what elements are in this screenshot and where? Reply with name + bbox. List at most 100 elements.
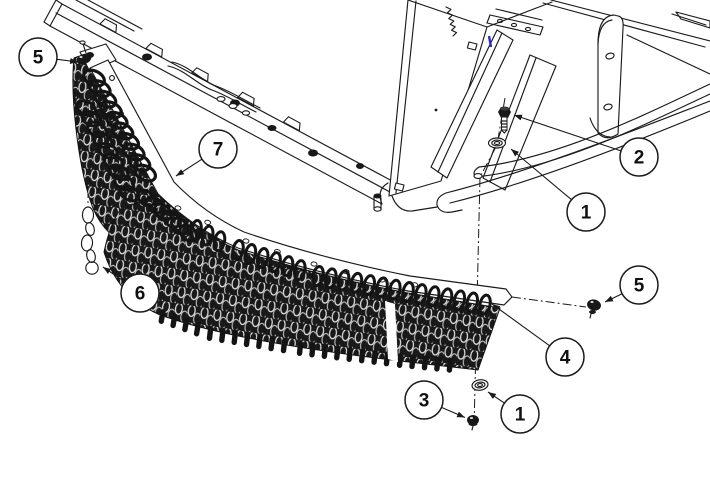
side-bracket bbox=[597, 14, 624, 139]
chain-ring bbox=[268, 251, 282, 274]
flange-nut-top-left bbox=[76, 40, 94, 65]
callout-4: 4 bbox=[491, 303, 585, 377]
balloon-circle bbox=[500, 394, 540, 434]
callout-5-top-left: 5 bbox=[18, 37, 79, 77]
lock-nut-bottom bbox=[467, 415, 479, 431]
hex-bolt bbox=[498, 106, 511, 134]
rail-bolt-head bbox=[308, 149, 318, 157]
bracket-hole bbox=[603, 103, 613, 111]
flat-washer-lower bbox=[471, 379, 489, 391]
balloon-number: 7 bbox=[213, 140, 224, 161]
chain-tip bbox=[158, 309, 166, 324]
guard-hole bbox=[204, 219, 212, 226]
chain-guard-assembly bbox=[72, 43, 513, 373]
rail-tab bbox=[145, 42, 163, 58]
chain-ring bbox=[133, 163, 158, 183]
callout-2: 2 bbox=[513, 114, 659, 177]
chain-tip bbox=[268, 336, 275, 352]
balloon-circle bbox=[545, 337, 585, 377]
chain-ring bbox=[293, 259, 307, 282]
leader-line bbox=[487, 391, 505, 404]
callouts: 5 7 2 1 6 5 4 bbox=[18, 37, 659, 434]
deck-frame bbox=[391, 0, 710, 213]
chain-ring bbox=[200, 224, 215, 247]
balloon-number: 3 bbox=[419, 391, 430, 412]
chain-tip bbox=[193, 321, 201, 337]
balloon-circle bbox=[198, 129, 238, 169]
chain-ring bbox=[439, 287, 454, 310]
chain-gap bbox=[385, 301, 398, 362]
leader-line bbox=[513, 114, 622, 152]
chain-tip bbox=[346, 347, 353, 362]
hardware bbox=[76, 40, 601, 431]
chain-ring bbox=[212, 230, 227, 253]
chain-link-rings bbox=[75, 68, 492, 316]
flange-nut-right bbox=[511, 296, 601, 319]
chain-ring bbox=[255, 247, 270, 269]
chain-ring bbox=[478, 293, 492, 316]
chain-tip bbox=[256, 334, 263, 350]
leader-line bbox=[441, 406, 466, 419]
chain-tip bbox=[446, 357, 454, 373]
chain-tip bbox=[334, 345, 341, 361]
balloon-circle bbox=[18, 37, 58, 77]
chain-ring bbox=[401, 281, 415, 303]
chain-guard-bar bbox=[89, 59, 513, 306]
callout-5-right: 5 bbox=[604, 265, 659, 305]
chain-ring bbox=[311, 265, 325, 287]
chain-tip bbox=[219, 328, 226, 344]
chain-tip bbox=[434, 356, 441, 372]
chain-ring bbox=[324, 267, 338, 290]
balloon-circle bbox=[404, 380, 444, 420]
deck-rear-tab bbox=[675, 11, 710, 29]
balloon-number: 1 bbox=[581, 203, 592, 224]
top-mount-bar bbox=[486, 8, 544, 48]
chain-ring bbox=[144, 195, 165, 215]
chain-ring bbox=[170, 216, 190, 236]
chain-ring bbox=[362, 274, 376, 297]
leader-line bbox=[56, 58, 79, 64]
rail-hole bbox=[228, 103, 238, 109]
guard-hole bbox=[174, 205, 182, 211]
balloon-number: 4 bbox=[560, 348, 571, 369]
chain-tip bbox=[296, 341, 304, 356]
serrated-edge bbox=[445, 6, 458, 37]
guard-top-tab bbox=[79, 43, 117, 73]
chain-ring bbox=[153, 202, 173, 222]
chain-tip bbox=[182, 317, 190, 333]
rail-bolt-head bbox=[267, 125, 277, 131]
balloon-number: 6 bbox=[135, 284, 146, 305]
guard-hole bbox=[310, 261, 318, 267]
chain-ring bbox=[414, 283, 428, 306]
leader-line bbox=[491, 303, 551, 347]
callout-1-lower: 1 bbox=[487, 391, 540, 434]
chain-tip bbox=[206, 326, 214, 341]
chain-ring bbox=[375, 276, 389, 299]
deck-lip-hole bbox=[473, 173, 483, 179]
chain-tip bbox=[421, 355, 429, 371]
chain-ring bbox=[136, 188, 156, 208]
support-braces bbox=[430, 29, 557, 191]
rail-bolt-head bbox=[142, 53, 152, 61]
balloon-number: 1 bbox=[515, 405, 526, 426]
rail-hole bbox=[241, 110, 251, 116]
chain-tip bbox=[371, 349, 378, 365]
balloon-number: 5 bbox=[33, 48, 44, 69]
rail-tab bbox=[282, 116, 301, 132]
chain-ring bbox=[280, 255, 295, 278]
chain-tip bbox=[231, 330, 239, 346]
chain-tip bbox=[409, 354, 416, 370]
bracket-foot bbox=[589, 117, 611, 138]
chain-ring bbox=[336, 269, 351, 292]
balloon-circle bbox=[120, 273, 160, 313]
callout-1-upper: 1 bbox=[510, 148, 606, 232]
callout-6: 6 bbox=[102, 266, 160, 313]
chain-ring bbox=[426, 285, 441, 308]
balloon-number: 2 bbox=[634, 148, 645, 169]
chain-ring bbox=[231, 239, 245, 261]
chain-tip bbox=[321, 344, 329, 359]
hanging-chain bbox=[80, 206, 99, 275]
bracket-hole bbox=[605, 52, 615, 60]
blue-accent-mark bbox=[487, 35, 493, 48]
